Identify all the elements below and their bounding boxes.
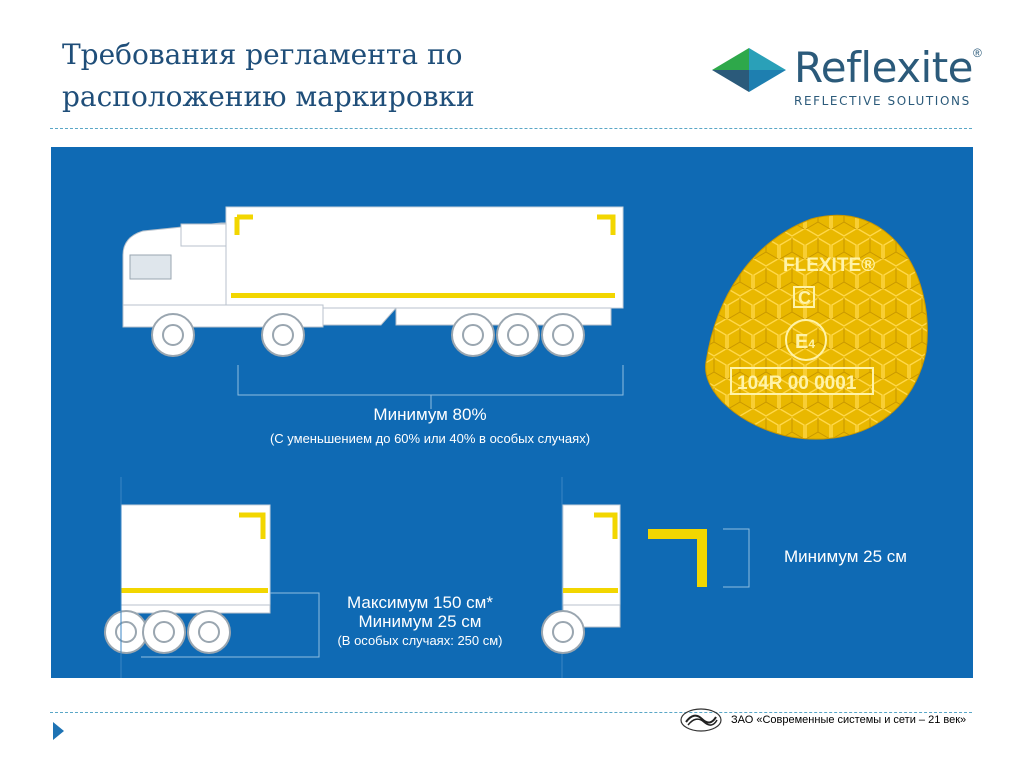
marker-approval-sub: 4 [808,337,815,351]
reflexite-logo: Reflexite ® REFLECTIVE SOLUTIONS [712,44,987,110]
truck-rear-fragment-right [541,504,621,654]
diagram-panel: FLEXITE® C E4 104R 00 0001 Минимум 80% (… [51,147,973,678]
min-percent-note: (С уменьшением до 60% или 40% в особых с… [269,431,591,446]
height-special-note: (В особых случаях: 250 см) [337,633,503,648]
truck-side-view [122,206,624,357]
slide-title: Требования регламента по расположению ма… [62,38,475,113]
company-emblem-icon [680,708,722,732]
min-percent-label: Минимум 80% [373,405,487,424]
max-height-label: Максимум 150 см* [347,593,493,612]
logo-wordmark: Reflexite [794,43,974,92]
marker-class-letter: C [798,288,811,308]
diamond-logo-icon [712,48,786,92]
registered-mark: ® [973,46,982,60]
corner-marking-sample [648,529,707,587]
header-divider [50,128,972,129]
marker-code: 104R 00 0001 [737,373,857,394]
logo-tagline: REFLECTIVE SOLUTIONS [794,94,971,108]
marker-approval: E4 [795,331,815,353]
marker-approval-main: E [795,331,808,353]
reflective-marker-sample [705,214,928,440]
truck-rear-fragment-left [104,504,271,654]
corner-min-label: Минимум 25 см [784,547,907,566]
footer-divider [50,712,972,713]
marker-brand-text: FLEXITE® [783,255,875,276]
min-height-label: Минимум 25 см [358,612,482,631]
truck-marking-diagram [104,206,928,678]
footer-company: ЗАО «Современные системы и сети – 21 век… [731,714,967,726]
marker-text-layer: FLEXITE® C E4 104R 00 0001 [737,255,875,394]
triangle-right-icon [53,722,64,740]
